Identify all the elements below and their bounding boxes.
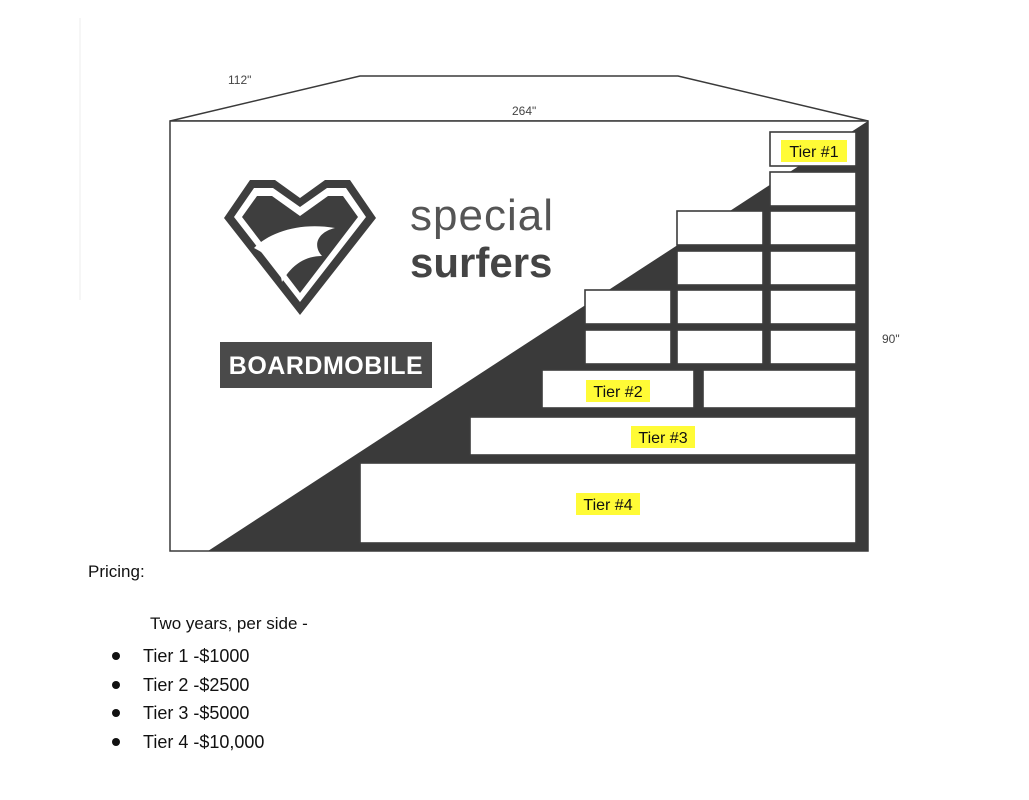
bullet-icon bbox=[112, 737, 120, 746]
tier-1-slots bbox=[584, 171, 857, 365]
list-item: Tier 3 -$5000 bbox=[110, 701, 264, 730]
brand-line-1: special bbox=[410, 191, 554, 240]
heart-wave-logo bbox=[224, 180, 376, 315]
top-dimension-label: 112" bbox=[228, 73, 251, 87]
sign-diagram: 112" 264" 90" special surfers BOARDMOBIL… bbox=[79, 18, 900, 552]
tier-3-highlight bbox=[631, 426, 695, 448]
pricing-heading: Pricing: bbox=[88, 562, 145, 581]
tier-1-slot bbox=[584, 289, 672, 325]
tier-price-list: Tier 1 -$1000 Tier 2 -$2500 Tier 3 -$500… bbox=[110, 644, 264, 758]
tier-1-highlight bbox=[781, 140, 847, 162]
tier-1-label: Tier #1 bbox=[789, 144, 838, 161]
list-item: Tier 1 -$1000 bbox=[110, 644, 264, 673]
tier-price-text: Tier 2 -$2500 bbox=[143, 674, 250, 695]
brand-line-2: surfers bbox=[410, 239, 552, 286]
bullet-icon bbox=[112, 652, 120, 660]
tier-1-slot bbox=[676, 289, 764, 325]
wave-icon bbox=[254, 226, 335, 282]
tier-1-slot bbox=[676, 210, 764, 246]
tier-2-highlight bbox=[586, 380, 650, 402]
tier-1-slot bbox=[769, 171, 857, 207]
tier-1-slot bbox=[584, 329, 672, 365]
boardmobile-badge-label: BOARDMOBILE bbox=[229, 352, 423, 380]
tier-4-label: Tier #4 bbox=[583, 497, 632, 514]
height-dimension-label: 90" bbox=[882, 332, 900, 346]
bullet-icon bbox=[112, 709, 120, 717]
tier-price-text: Tier 1 -$1000 bbox=[143, 646, 250, 666]
tier-price-text: Tier 4 -$10,000 bbox=[143, 731, 265, 752]
bullet-icon bbox=[112, 680, 120, 689]
pricing-subheading: Two years, per side - bbox=[150, 614, 308, 633]
boardmobile-badge bbox=[220, 342, 432, 388]
tier-1-slot bbox=[769, 289, 857, 325]
tier-3-label: Tier #3 bbox=[638, 430, 687, 447]
tier-1-slot bbox=[769, 329, 857, 365]
tier-1-slot bbox=[769, 210, 857, 246]
tier-1-slot bbox=[676, 329, 764, 365]
tier-2-slot bbox=[702, 369, 857, 409]
tier-2-label: Tier #2 bbox=[593, 384, 642, 401]
width-dimension-label: 264" bbox=[512, 104, 536, 118]
list-item: Tier 2 -$2500 bbox=[110, 673, 264, 702]
tier-price-text: Tier 3 -$5000 bbox=[143, 703, 250, 723]
tier-1-slot bbox=[769, 250, 857, 286]
list-item: Tier 4 -$10,000 bbox=[110, 730, 264, 759]
tier-1-slot bbox=[676, 250, 764, 286]
tier-4-highlight bbox=[576, 493, 640, 515]
